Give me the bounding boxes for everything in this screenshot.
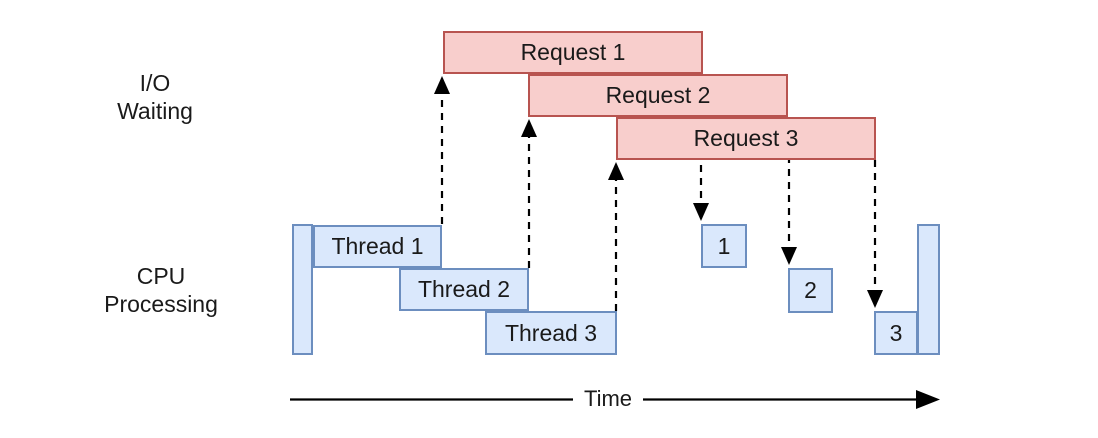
completion-box-1: 1 bbox=[701, 224, 747, 268]
completion-box-2-label: 2 bbox=[804, 277, 817, 303]
request-bar-3: Request 3 bbox=[616, 117, 876, 160]
cpu-busy-right-bar bbox=[917, 224, 940, 355]
thread-bar-2-label: Thread 2 bbox=[417, 276, 511, 302]
thread-bar-1-label: Thread 1 bbox=[331, 233, 424, 259]
cpu-processing-label-line1: CPU bbox=[136, 263, 186, 289]
thread-bar-3: Thread 3 bbox=[485, 311, 617, 355]
io-dispatch-arrow-2 bbox=[521, 119, 537, 268]
io-waiting-label: I/O Waiting bbox=[55, 69, 255, 125]
io-complete-arrow-3 bbox=[867, 160, 883, 308]
request-bar-1-label: Request 1 bbox=[520, 39, 626, 65]
request-bar-3-label: Request 3 bbox=[693, 125, 799, 151]
request-bar-2: Request 2 bbox=[528, 74, 788, 117]
request-bar-2-label: Request 2 bbox=[605, 82, 711, 108]
completion-box-1-label: 1 bbox=[717, 232, 731, 259]
thread-bar-3-label: Thread 3 bbox=[504, 319, 598, 346]
up-arrowhead-3 bbox=[608, 162, 624, 180]
up-arrowhead-2 bbox=[521, 119, 537, 137]
completion-box-3-label: 3 bbox=[889, 319, 903, 346]
io-complete-arrow-2 bbox=[781, 117, 797, 265]
request-bar-1: Request 1 bbox=[443, 31, 703, 74]
completion-box-3: 3 bbox=[874, 311, 918, 355]
io-waiting-label-line2: Waiting bbox=[117, 98, 193, 124]
io-dispatch-arrow-1 bbox=[434, 76, 450, 224]
cpu-busy-left-bar bbox=[292, 224, 313, 355]
time-axis-arrowhead bbox=[916, 390, 940, 409]
cpu-processing-label: CPU Processing bbox=[55, 262, 267, 318]
down-arrowhead-2 bbox=[781, 247, 797, 265]
io-dispatch-arrow-3 bbox=[608, 162, 624, 311]
io-waiting-label-line1: I/O bbox=[139, 70, 171, 96]
thread-bar-1: Thread 1 bbox=[313, 225, 442, 268]
down-arrowhead-1 bbox=[693, 203, 709, 221]
down-arrowhead-3 bbox=[867, 290, 883, 308]
up-arrowhead-1 bbox=[434, 76, 450, 94]
completion-box-2: 2 bbox=[788, 268, 833, 313]
cpu-processing-label-line2: Processing bbox=[104, 291, 218, 317]
time-axis-label: Time bbox=[573, 386, 643, 412]
thread-bar-2: Thread 2 bbox=[399, 268, 529, 311]
